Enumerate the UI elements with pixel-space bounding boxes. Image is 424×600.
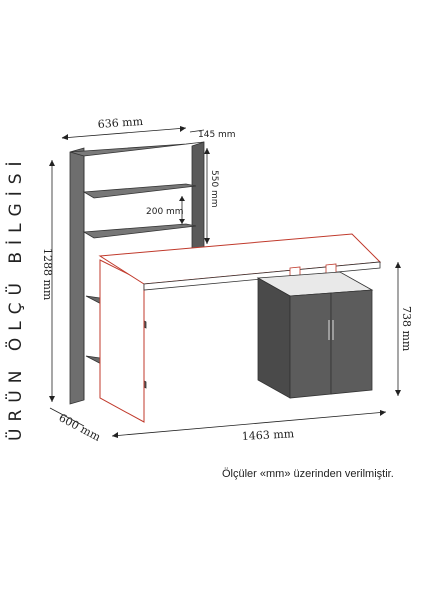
desk-top-edge bbox=[143, 261, 381, 291]
bookcase-left-panel bbox=[69, 147, 85, 405]
bookcase-shelf-1 bbox=[82, 183, 197, 199]
bookcase-right-panel bbox=[191, 141, 205, 253]
cabinet-side bbox=[257, 277, 291, 399]
bookcase-shelf-2 bbox=[82, 223, 197, 239]
dim-desk-height: 738 mm bbox=[400, 306, 413, 352]
unit-note: Ölçüler «mm» üzerinden verilmiştir. bbox=[222, 468, 394, 480]
dim-depth: 600 mm bbox=[57, 411, 104, 444]
desk-left-leg bbox=[99, 259, 145, 423]
dim-compartment: 200 mm bbox=[146, 207, 184, 217]
cabinet-door-left bbox=[289, 292, 332, 399]
dim-total-height: 1288 mm bbox=[41, 248, 54, 301]
bookcase-top-shelf bbox=[69, 141, 205, 157]
cabinet-door-right bbox=[330, 289, 373, 395]
dimension-arrows bbox=[49, 126, 401, 438]
dim-shelf-gap: 550 mm bbox=[209, 170, 219, 208]
dim-shelf-width: 636 mm bbox=[97, 115, 144, 131]
dim-total-width: 1463 mm bbox=[241, 427, 295, 443]
dimension-lines bbox=[49, 127, 399, 437]
dim-shelf-depth: 145 mm bbox=[198, 130, 236, 140]
